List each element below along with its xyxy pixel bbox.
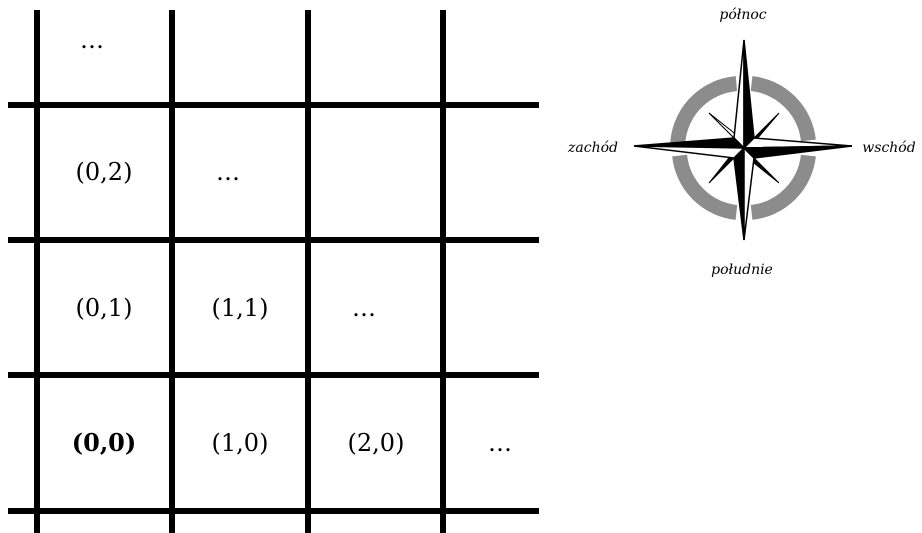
cell-label-origin: (0,0) <box>72 428 136 457</box>
compass-ring-segment-sw <box>672 154 738 220</box>
compass-point-west-bottom <box>633 145 746 159</box>
compass-point-north-left <box>733 39 745 150</box>
cell-ellipsis-top: … <box>80 26 104 54</box>
grid-line-vertical-3 <box>305 10 311 533</box>
cell-label-1-1: (1,1) <box>212 294 269 322</box>
cell-label-0-2: (0,2) <box>76 158 133 186</box>
grid-line-horizontal-1 <box>8 102 539 108</box>
compass-ring-segment-se <box>750 154 816 220</box>
cell-label-2-0: (2,0) <box>348 429 405 457</box>
cell-ellipsis-row2: … <box>216 158 240 186</box>
grid-line-vertical-2 <box>169 10 175 533</box>
grid-line-vertical-4 <box>440 10 446 533</box>
cell-ellipsis-row0: … <box>488 429 512 457</box>
compass-ring-segment-nw <box>670 76 738 149</box>
cell-label-1-0: (1,0) <box>212 429 269 457</box>
compass-point-south-right <box>743 146 755 241</box>
compass-label-south: południe <box>711 262 773 278</box>
grid-line-horizontal-3 <box>8 372 539 378</box>
compass-point-south-left <box>733 146 745 241</box>
compass-point-north-right <box>743 39 755 150</box>
compass-main-points <box>633 39 853 241</box>
compass-label-north: północ <box>719 7 766 23</box>
compass-label-west: zachód <box>567 140 618 156</box>
cell-ellipsis-row1: … <box>352 294 376 322</box>
compass-ring <box>670 76 816 220</box>
compass-rose: północ południe zachód wschód <box>567 7 916 278</box>
coordinate-grid: … (0,2) … (0,1) (1,1) … (0,0) (1,0) (2,0… <box>8 10 539 533</box>
grid-line-horizontal-2 <box>8 237 539 243</box>
compass-ring-segment-ne <box>750 76 816 142</box>
cell-label-0-1: (0,1) <box>76 294 133 322</box>
compass-point-east-bottom <box>742 145 853 159</box>
compass-label-east: wschód <box>862 140 915 156</box>
grid-line-horizontal-4 <box>8 508 539 514</box>
grid-line-vertical-1 <box>34 10 40 533</box>
